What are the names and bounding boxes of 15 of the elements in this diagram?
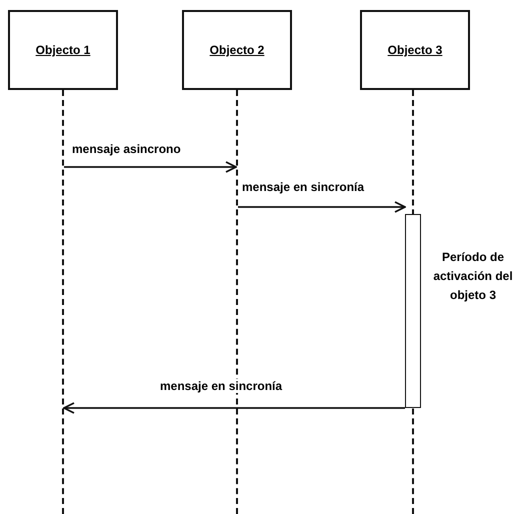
message-label: mensaje en sincronía: [158, 379, 284, 393]
activation-note: Período de activación del objeto 3: [433, 249, 513, 304]
object-name: Objecto 1: [36, 43, 90, 57]
object-name: Objecto 3: [388, 43, 442, 57]
message-arrow: [63, 402, 405, 414]
object-box: [8, 10, 118, 90]
message-arrow: [64, 161, 237, 173]
message-arrow: [238, 201, 406, 213]
activation-bar: [405, 214, 421, 408]
object-name: Objecto 2: [210, 43, 264, 57]
lifeline: [62, 90, 64, 514]
object-box: [182, 10, 292, 90]
message-label: mensaje asincrono: [70, 142, 183, 156]
object-box: [360, 10, 470, 90]
message-label: mensaje en sincronía: [240, 180, 366, 194]
